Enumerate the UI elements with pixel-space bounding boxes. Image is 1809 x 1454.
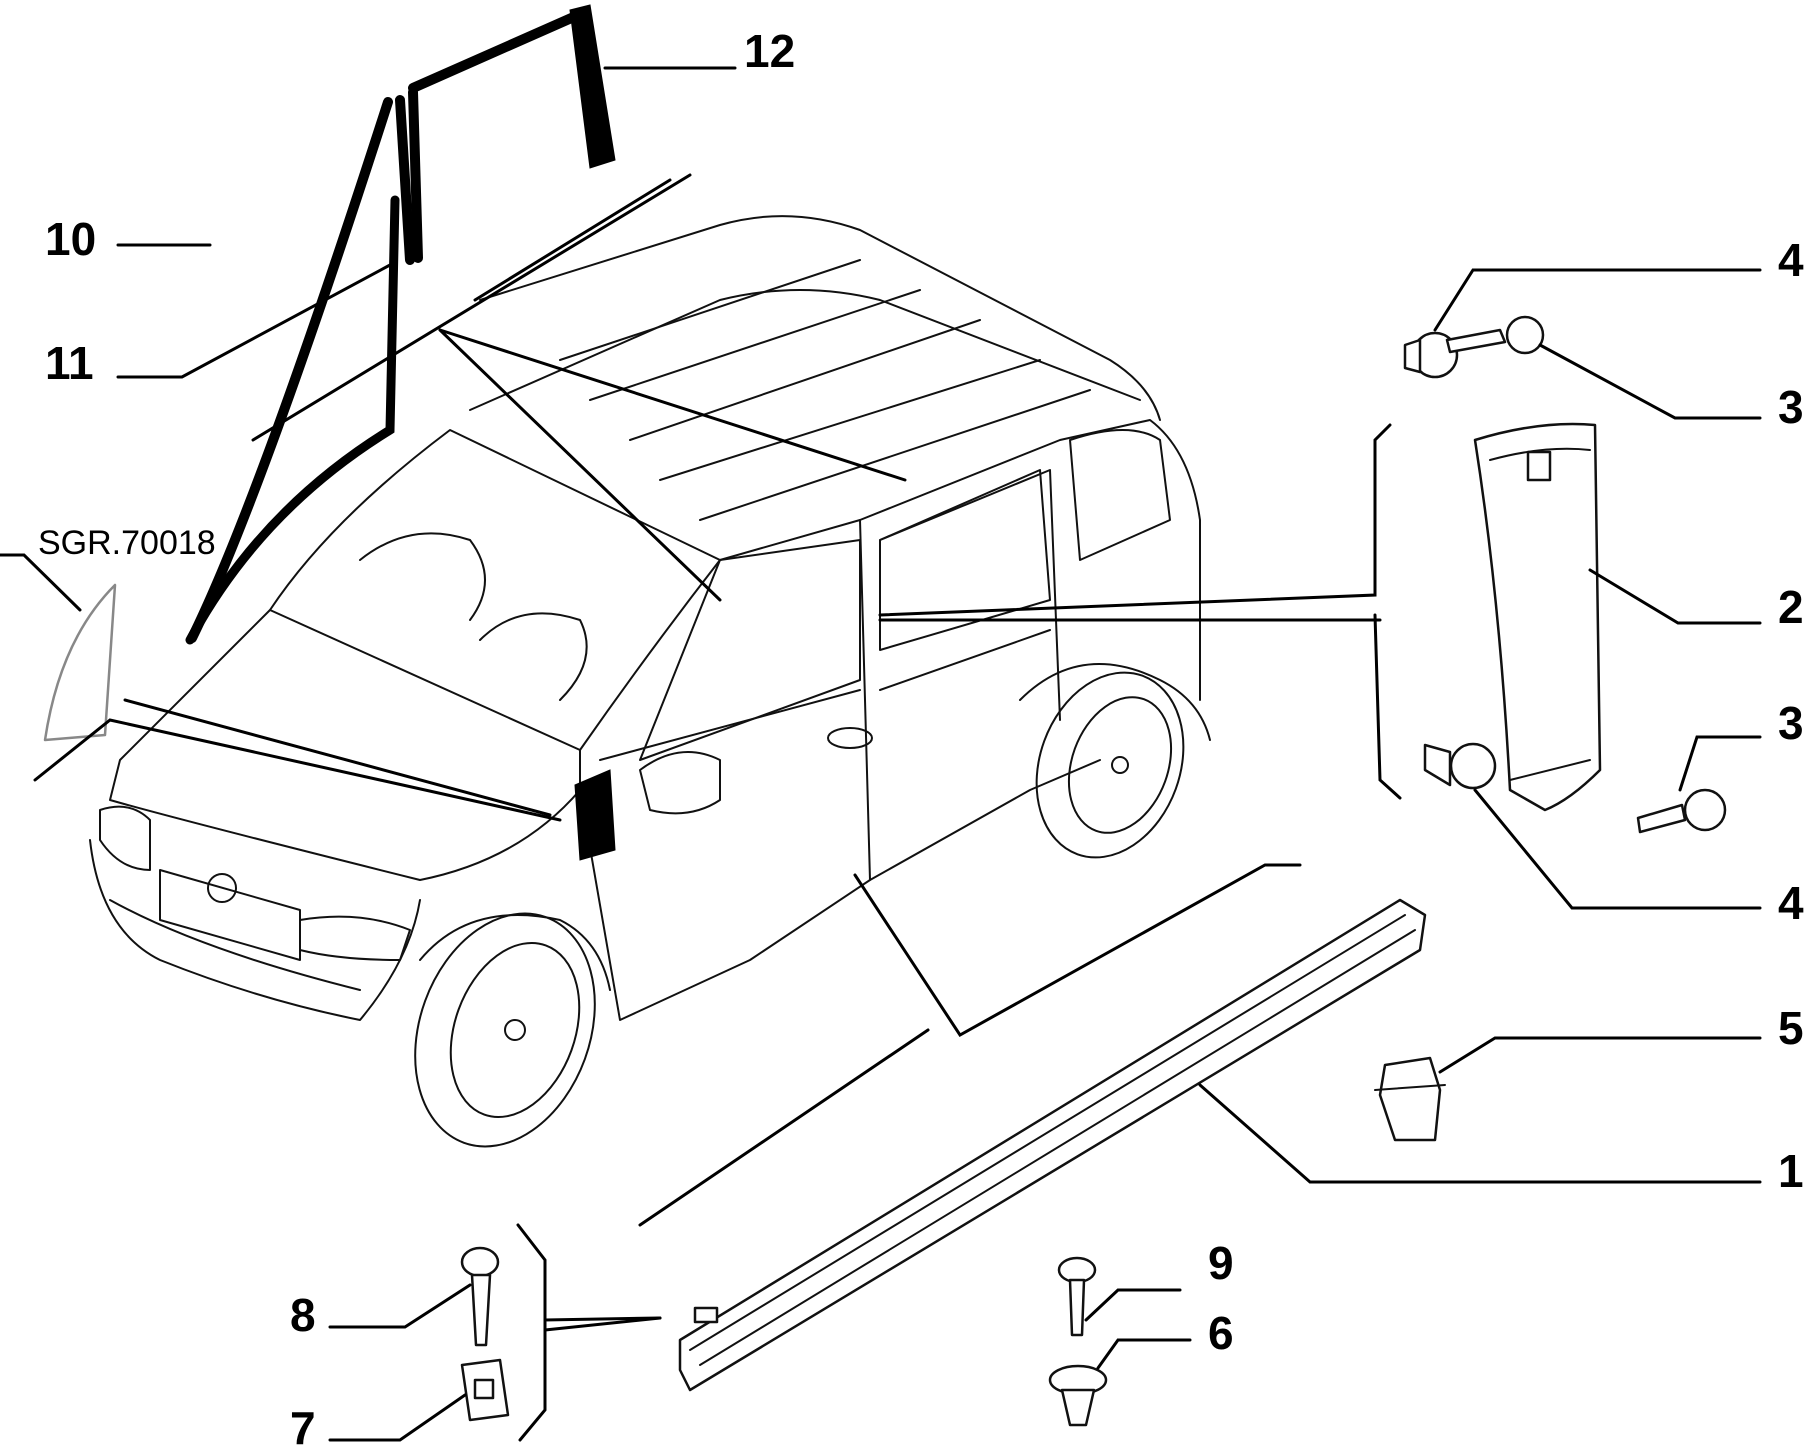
callout-11: 11 xyxy=(45,337,94,389)
window-seals xyxy=(185,4,616,645)
fastener-4b xyxy=(1423,742,1497,790)
screw-3b xyxy=(1636,788,1727,834)
nut-7 xyxy=(460,1358,510,1422)
callout-5: 5 xyxy=(1778,1002,1804,1054)
leader-lines xyxy=(0,66,1762,1442)
callout-10: 10 xyxy=(45,213,97,265)
reference-code: SGR.70018 xyxy=(38,524,216,562)
callout-6: 6 xyxy=(1208,1307,1234,1359)
fastener-4a xyxy=(1403,331,1459,379)
callout-7: 7 xyxy=(290,1402,316,1454)
car-outline xyxy=(89,215,1211,1148)
plug-6 xyxy=(1048,1364,1108,1427)
callout-12: 12 xyxy=(744,25,796,77)
callout-4-bottom: 4 xyxy=(1778,877,1804,929)
callout-9: 9 xyxy=(1208,1237,1234,1289)
screw-3a xyxy=(1445,315,1545,355)
bolt-9 xyxy=(1057,1256,1097,1337)
callout-1: 1 xyxy=(1778,1145,1804,1197)
reference-part xyxy=(43,583,117,742)
pillar-trim xyxy=(1473,422,1602,812)
callout-2: 2 xyxy=(1778,581,1804,633)
screw-8 xyxy=(460,1246,500,1347)
callout-4-top: 4 xyxy=(1778,234,1804,286)
callout-3-bottom: 3 xyxy=(1778,697,1804,749)
clip-5 xyxy=(1374,1056,1446,1142)
sill-trim xyxy=(678,898,1427,1392)
callout-8: 8 xyxy=(290,1289,316,1341)
callout-3-top: 3 xyxy=(1778,381,1804,433)
